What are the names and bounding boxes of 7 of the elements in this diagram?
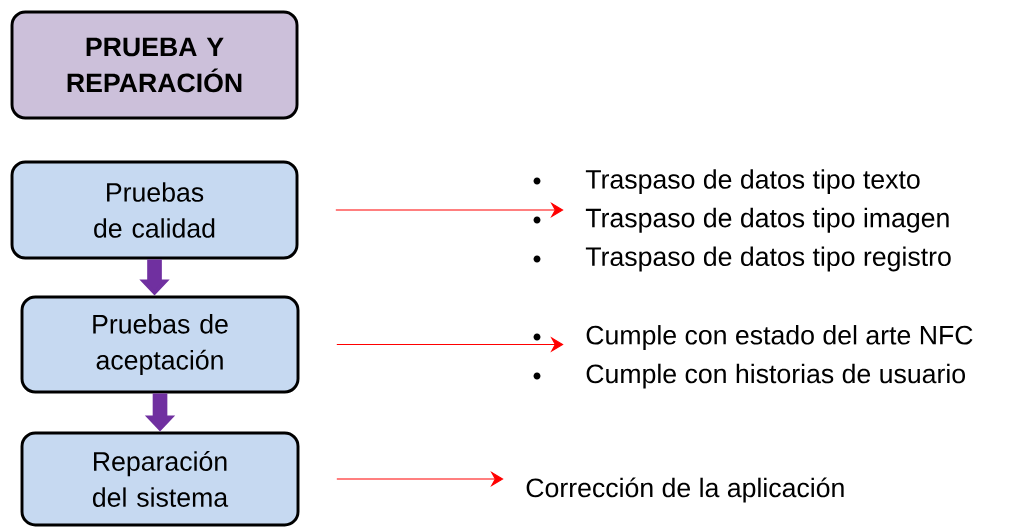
note-text: Corrección de la aplicación [526,477,844,503]
bullet-list: Traspaso de datos tipo texto Traspaso de datos tipo imagen Traspaso de datos tipo registro [585,169,951,272]
process-box: Pruebas de calidad [10,160,299,260]
process-box: Pruebas de aceptación [20,295,300,394]
process-box: Reparación del sistema [20,431,300,527]
title-box: PRUEBA Y REPARACIÓN [10,10,299,120]
bullet-list: Cumple con estado del arte NFC Cumple con historias de usuario [586,325,973,389]
